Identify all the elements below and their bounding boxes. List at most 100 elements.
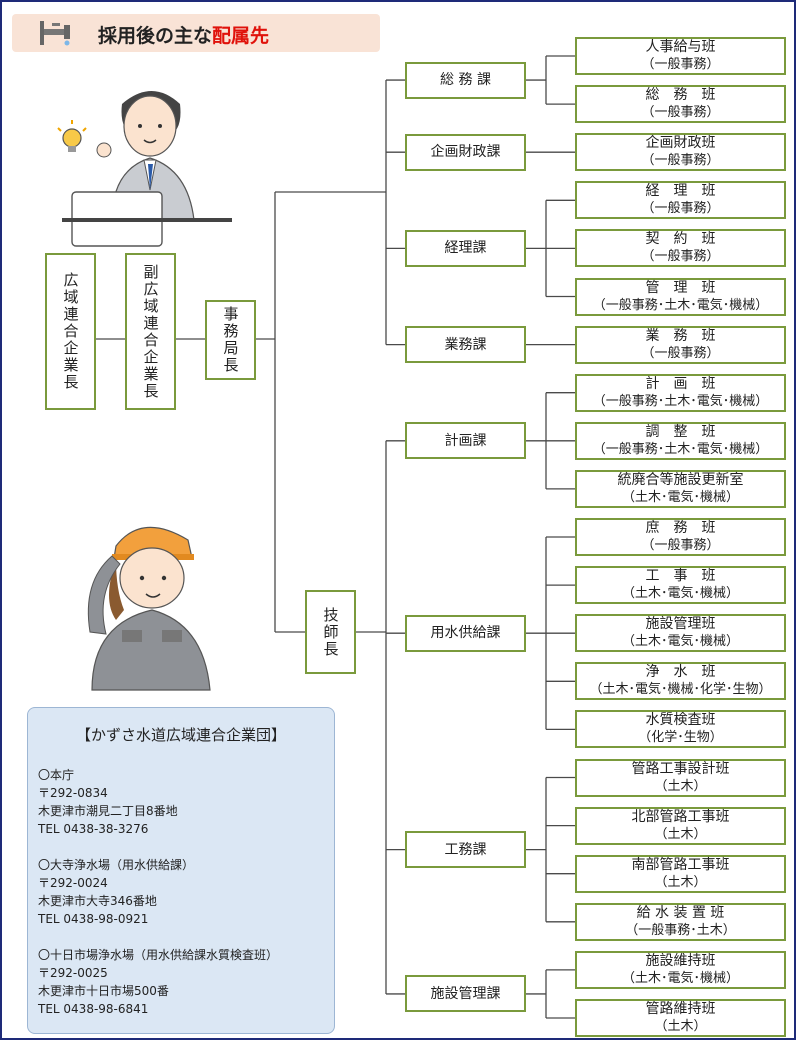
team-role: （土木･電気･機械） (621, 586, 739, 602)
contact-info-line: TEL 0438-98-6841 (38, 1002, 149, 1016)
team-role: （化学･生物） (638, 730, 723, 746)
team-role: （土木） (654, 778, 707, 794)
department-name: 企画財政課 (430, 144, 501, 161)
department-name: 総 務 課 (440, 72, 491, 89)
team-name: 管 理 班 (645, 279, 716, 296)
team-role: （一般事務） (641, 201, 720, 217)
department-name: 経理課 (444, 240, 487, 257)
leader-engineer: 技師長 (305, 590, 356, 674)
team-box: 管路維持班（土木） (575, 999, 786, 1037)
department-name: 計画課 (444, 432, 487, 449)
team-box: 企画財政班（一般事務） (575, 133, 786, 172)
contact-info-line: 木更津市大寺346番地 (38, 894, 157, 908)
team-name: 調 整 班 (645, 423, 716, 440)
contact-info-line: 〇十日市場浄水場（用水供給課水質検査班） (38, 948, 279, 962)
department-box: 経理課 (405, 229, 526, 267)
team-role: （一般事務･土木･電気･機械） (592, 441, 769, 457)
page-title: 採用後の主な配属先 (98, 21, 269, 48)
team-role: （一般事務） (641, 345, 720, 361)
department-box: 計画課 (405, 422, 526, 460)
team-role: （土木･電気･機械） (621, 634, 739, 650)
team-name: 施設維持班 (645, 952, 716, 969)
leader-secretary: 事務局長 (205, 300, 256, 380)
contact-info-line: 〒292-0025 (38, 966, 108, 980)
team-name: 計 画 班 (645, 375, 716, 392)
team-box: 管 理 班（一般事務･土木･電気･機械） (575, 277, 786, 316)
team-name: 庶 務 班 (645, 520, 716, 536)
team-role: （土木） (654, 826, 707, 842)
department-box: 工務課 (405, 831, 526, 869)
team-name: 総 務 班 (645, 87, 716, 104)
team-box: 施設維持班（土木･電気･機械） (575, 950, 786, 989)
office-worker-illustration (57, 91, 232, 247)
team-role: （一般事務） (641, 538, 720, 553)
contact-info-line: 木更津市潮見二丁目8番地 (38, 804, 178, 818)
team-role: （一般事務･土木） (625, 922, 736, 938)
contact-info-line: 〒292-0024 (38, 876, 108, 890)
leader-secretary-label: 事務局長 (221, 306, 240, 374)
leader-deputy-label: 副広域連合企業長 (141, 263, 160, 400)
team-name: 人事給与班 (645, 39, 716, 55)
team-box: 施設管理班（土木･電気･機械） (575, 614, 786, 653)
team-role: （一般事務･土木･電気･機械） (592, 393, 769, 409)
team-box: 水質検査班（化学･生物） (575, 710, 786, 749)
team-name: 統廃合等施設更新室 (617, 471, 744, 488)
contact-info-line: 〒292-0834 (38, 786, 108, 800)
team-role: （一般事務） (641, 249, 720, 265)
department-box: 業務課 (405, 326, 526, 364)
team-name: 管路工事設計班 (631, 760, 730, 777)
department-box: 企画財政課 (405, 133, 526, 171)
team-box: 南部管路工事班（土木） (575, 854, 786, 893)
contact-info-heading: 【かずさ水道広域連合企業団】 (75, 726, 286, 744)
team-name: 契 約 班 (645, 231, 716, 248)
team-box: 業 務 班（一般事務） (575, 325, 786, 364)
leader-engineer-label: 技師長 (321, 606, 340, 658)
team-role: （土木･電気･機械） (621, 489, 739, 505)
team-name: 水質検査班 (645, 712, 716, 729)
team-name: 南部管路工事班 (631, 856, 730, 873)
team-box: 工 事 班（土木･電気･機械） (575, 566, 786, 605)
team-name: 企画財政班 (645, 135, 716, 152)
department-box: 総 務 課 (405, 61, 526, 99)
team-name: 業 務 班 (645, 327, 716, 344)
contact-info-line: 〇大寺浄水場（用水供給課） (38, 858, 195, 872)
leader-head: 広域連合企業長 (45, 253, 96, 410)
team-box: 浄 水 班（土木･電気･機械･化学･生物） (575, 662, 786, 701)
team-box: 庶 務 班 （一般事務） (575, 518, 786, 556)
team-role: （土木･電気･機械･化学･生物） (589, 682, 772, 698)
team-box: 給 水 装 置 班（一般事務･土木） (575, 902, 786, 941)
team-name: 施設管理班 (645, 616, 716, 633)
contact-info-line (38, 928, 278, 946)
team-role: （一般事務） (641, 153, 720, 169)
team-box: 計 画 班（一般事務･土木･電気･機械） (575, 373, 786, 412)
engineer-illustration (87, 526, 211, 691)
contact-info-line: 木更津市十日市場500番 (38, 984, 169, 998)
team-name: 工 事 班 (645, 568, 716, 585)
department-name: 施設管理課 (430, 985, 501, 1002)
contact-info-line: TEL 0438-98-0921 (38, 912, 149, 926)
department-box: 用水供給課 (405, 614, 526, 652)
title-main: 採用後の主な (98, 25, 213, 47)
team-box: 契 約 班（一般事務） (575, 229, 786, 268)
department-box: 施設管理課 (405, 975, 526, 1013)
department-name: 用水供給課 (430, 625, 501, 642)
department-name: 工務課 (444, 841, 487, 858)
team-box: 統廃合等施設更新室（土木･電気･機械） (575, 469, 786, 508)
title-accent: 配属先 (212, 25, 270, 47)
team-role: （土木･電気･機械） (621, 970, 739, 986)
team-name: 北部管路工事班 (631, 808, 730, 825)
leader-head-label: 広域連合企業長 (61, 272, 80, 391)
team-role: （土木） (654, 874, 707, 890)
lightbulb-icon (57, 120, 87, 152)
faucet-icon (40, 21, 70, 46)
header-banner: 採用後の主な配属先 (12, 14, 380, 52)
team-role: （一般事務） (641, 57, 720, 72)
team-name: 浄 水 班 (645, 664, 716, 681)
team-box: 調 整 班（一般事務･土木･電気･機械） (575, 421, 786, 460)
contact-info-line: TEL 0438-38-3276 (38, 822, 149, 836)
team-role: （土木） (654, 1019, 707, 1034)
team-box: 管路工事設計班（土木） (575, 758, 786, 797)
